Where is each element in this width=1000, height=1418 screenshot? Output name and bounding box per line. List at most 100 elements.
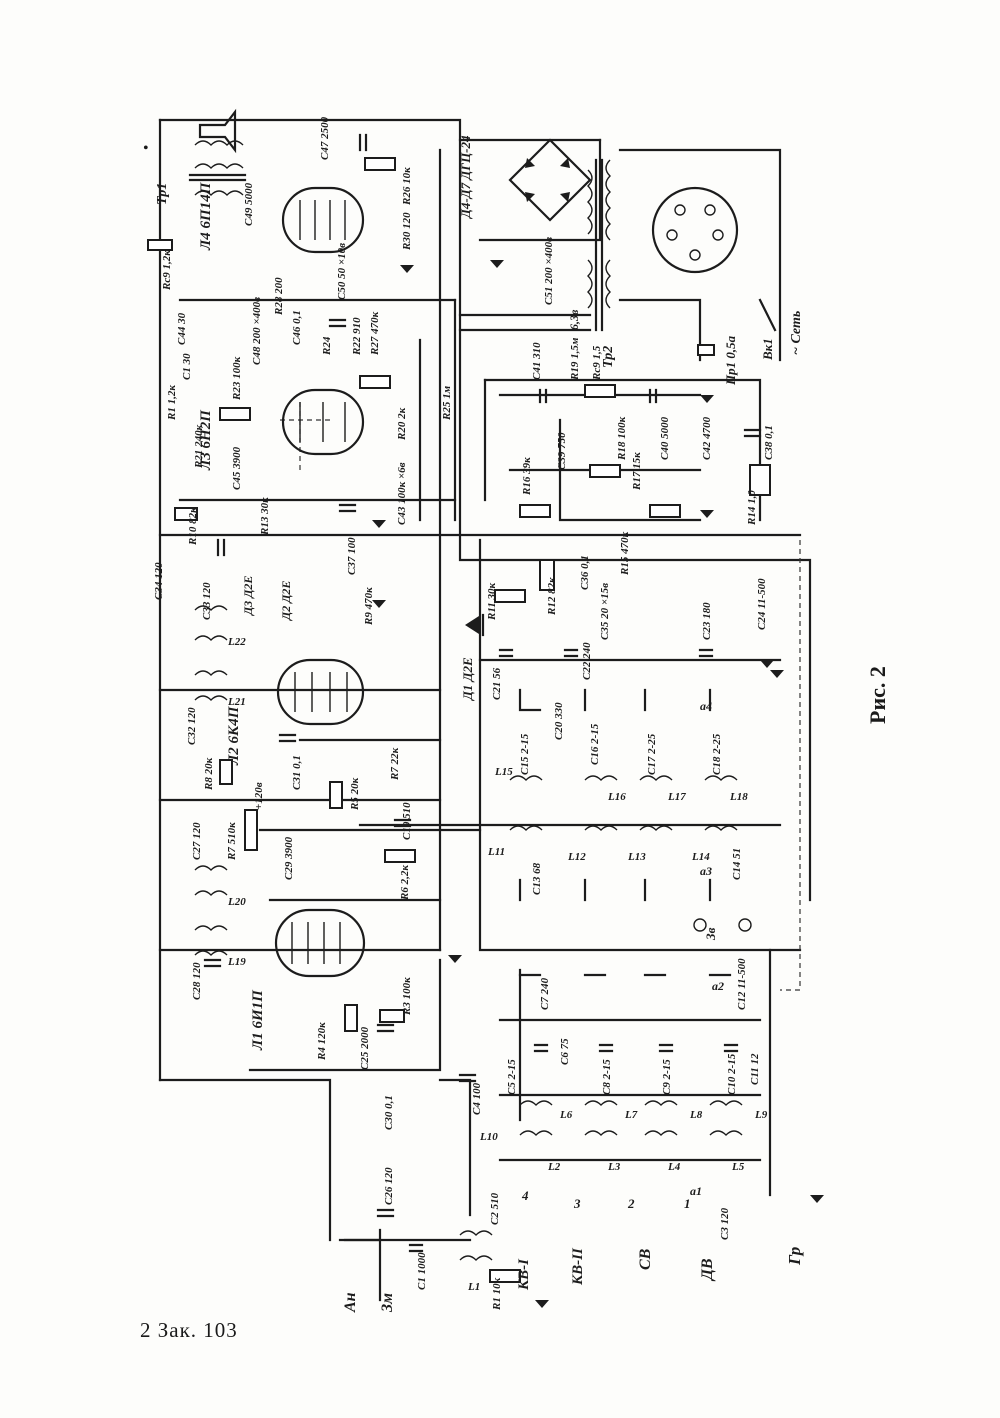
component-annotations: C47 2500 C49 5000 Rc9 1,2к R26 10к R30 1…	[153, 116, 775, 1311]
anno-c16: C16 2-15	[589, 723, 601, 765]
anno-r14: R14 1,0	[746, 490, 758, 526]
voltage-selector	[651, 186, 739, 274]
anno-r13: R13 30к	[259, 497, 271, 536]
anno-c10: C10 2-15	[726, 1053, 738, 1095]
anno-c9: C9 2-15	[661, 1059, 673, 1095]
anno-c44: C44 30	[176, 312, 188, 345]
anno-c22: C22 240	[581, 642, 593, 680]
antenna-input: Ан Зм	[342, 1228, 521, 1313]
figure-caption-text: Рис. 2	[864, 666, 890, 724]
anno-c49: C49 5000	[243, 182, 255, 226]
rf-coils	[518, 973, 743, 1136]
range-kv1: КВ-I	[516, 1258, 532, 1291]
anno-c42: C42 4700	[701, 416, 713, 460]
tube-l4-label: Л4 6П14П	[198, 181, 214, 251]
contact-4: 4	[521, 1188, 529, 1203]
anno-l7: L7	[624, 1109, 638, 1121]
fuse-label: Пр1 0,5а	[723, 335, 738, 386]
anno-c1b: C1 30	[181, 353, 193, 380]
anno-l12: L12	[567, 851, 586, 863]
anno-c27: C27 120	[191, 822, 203, 860]
tube-l2-label: Л2 6К4П	[226, 705, 242, 766]
section-a1: а1	[690, 1184, 702, 1198]
anno-r6: R6 2,2к	[399, 865, 411, 901]
anno-c11: C11 12	[749, 1053, 761, 1085]
anno-c40: C40 5000	[659, 416, 671, 460]
anno-c7: C7 240	[539, 977, 551, 1010]
anno-l16: L16	[607, 791, 626, 803]
anno-c39: C39 750	[556, 432, 568, 470]
anno-r1: R1 10к	[491, 1277, 503, 1311]
anno-l9: L9	[754, 1109, 768, 1121]
anno-r1b: R1 1,2к	[166, 385, 178, 421]
anno-r11: R11 30к	[486, 583, 498, 621]
anno-l14: L14	[691, 851, 710, 863]
plate-voltage-label: +120в	[253, 782, 265, 810]
anno-r15: R15 470к	[619, 531, 631, 576]
anno-rc9b: Rc9 1,5	[591, 345, 603, 381]
diode-d2-label: Д2 Д2Е	[279, 581, 293, 621]
anno-l8: L8	[689, 1109, 703, 1121]
switch-section-labels: а1 а2 а3 а4 +120в Д3 Д2Е Д2 Д2Е	[241, 576, 724, 1198]
anno-c17: C17 2-25	[646, 733, 658, 775]
anno-r23: R23 100к	[231, 356, 243, 401]
anno-c48: C48 200 ×400в	[251, 297, 263, 365]
anno-l13: L13	[627, 851, 646, 863]
power-transformer: Тр2 6,3в	[567, 158, 616, 368]
resistors	[147, 157, 416, 1032]
wave-switch: Зв	[518, 688, 752, 941]
tube-l1: Л1 6И1П	[250, 908, 366, 1051]
anno-l22: L22	[227, 636, 246, 648]
anno-c29: C29 3900	[283, 836, 295, 880]
anno-c18: C18 2-25	[711, 733, 723, 775]
tube-l3: Л3 6Н2П	[198, 388, 365, 471]
anno-c26: C26 120	[383, 1167, 395, 1205]
anno-l1: L1	[467, 1281, 480, 1293]
range-labels: КВ-I КВ-II СВ ДВ Гр 4 3 2 1	[516, 1188, 804, 1291]
diode-d1-label: Д1 Д2Е	[460, 657, 475, 701]
section-a3: а3	[700, 864, 712, 878]
anno-c50: C50 50 ×10в	[336, 243, 348, 300]
pickup-label: Гр	[785, 1247, 804, 1266]
anno-r19: R19 1,5м	[569, 337, 581, 381]
tube-l4: Л4 6П14П	[198, 181, 365, 254]
anno-c35: C35 20 ×15в	[599, 583, 611, 640]
tone-control	[519, 384, 771, 518]
rectifier-label: Д4-Д7 ДГЦ-24	[458, 135, 473, 219]
diode-d3-label: Д3 Д2Е	[241, 576, 255, 616]
anno-l18: L18	[729, 791, 748, 803]
anno-c46: C46 0,1	[291, 310, 303, 345]
pickup-socket-label: Зв	[703, 927, 718, 941]
anno-c31: C31 0,1	[291, 755, 303, 790]
anno-r30: R30 120	[401, 212, 413, 251]
anno-r12: R12 82к	[546, 577, 558, 616]
anno-c2: C2 510	[489, 1192, 501, 1225]
anno-l6: L6	[559, 1109, 573, 1121]
wiring	[158, 118, 812, 1242]
anno-r26: R26 10к	[401, 167, 413, 206]
anno-r10: R10 82к	[187, 507, 199, 546]
anno-l20: L20	[227, 896, 246, 908]
range-dv: ДВ	[699, 1258, 716, 1282]
anno-c15: C15 2-15	[519, 733, 531, 775]
anno-c33: C33 120	[201, 582, 213, 620]
anno-r21: R21 240к	[193, 424, 205, 469]
anno-r16: R16 39к	[521, 457, 533, 496]
anno-c3: C3 120	[719, 1207, 731, 1240]
anno-c21: C21 56	[491, 667, 503, 700]
anno-l4: L4	[667, 1161, 681, 1173]
anno-c14: C14 51	[731, 848, 743, 880]
anno-r17: R17 15к	[631, 452, 643, 491]
anno-c34: C34 120	[153, 562, 165, 600]
anno-c37: C37 100	[346, 537, 358, 575]
anno-c5: C5 2-15	[506, 1059, 518, 1095]
anno-c25: C25 2000	[359, 1026, 371, 1070]
anno-r5: R5 20к	[349, 777, 361, 811]
anno-c1: C1 1000	[416, 1252, 428, 1290]
speaker-icon	[198, 108, 237, 154]
anno-r20: R20 2к	[396, 407, 408, 441]
anno-c23: C23 180	[701, 602, 713, 640]
anno-l21: L21	[227, 696, 246, 708]
anno-r22: R22 910	[351, 317, 363, 356]
